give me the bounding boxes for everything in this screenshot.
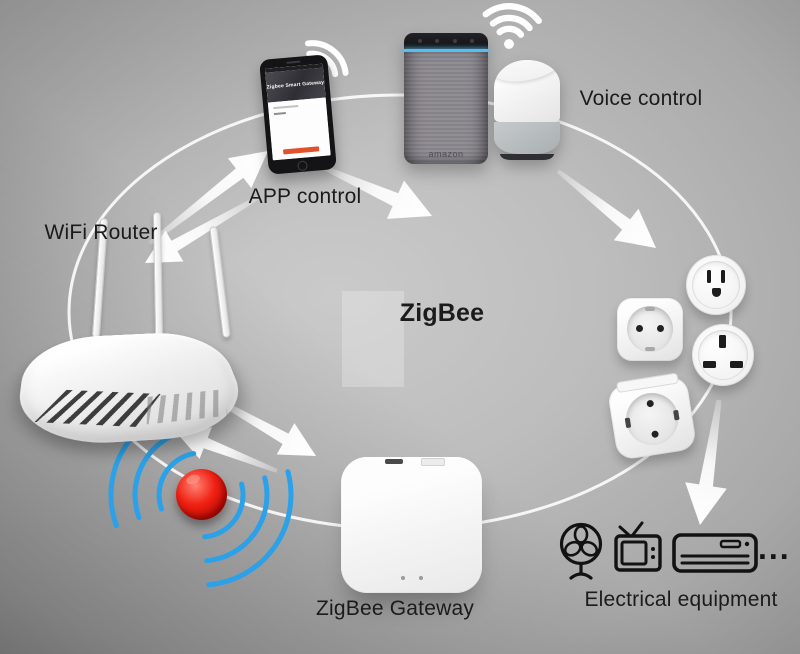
gateway-led <box>401 576 405 580</box>
plug-slot <box>719 335 726 348</box>
phone-app-textline <box>274 112 286 116</box>
voice-control-label: Voice control <box>579 87 703 110</box>
phone-app-title: Zigbee Smart Gateway <box>266 79 325 91</box>
phone-speaker <box>286 60 301 64</box>
wireless-sensor <box>176 469 227 520</box>
flow-arrow <box>207 393 316 456</box>
fan-icon <box>559 522 603 580</box>
plug-ground-hole <box>711 288 721 297</box>
flow-arrow <box>148 151 268 245</box>
plug-slot <box>707 270 711 283</box>
echo-fabric-body: amazon <box>404 52 488 164</box>
plug-slot <box>703 361 716 368</box>
plug-pinhole <box>636 325 643 332</box>
phone-app-body <box>267 97 331 161</box>
router-body <box>13 330 258 449</box>
tv-icon <box>614 521 662 572</box>
smart-plug-us <box>686 255 746 315</box>
google-home-rim <box>499 154 555 160</box>
plug-recess <box>627 306 673 352</box>
wifi-router-label: WiFi Router <box>44 221 158 244</box>
gateway-usb-port <box>385 459 403 464</box>
phone-screen: Zigbee Smart Gateway <box>264 63 331 161</box>
plug-clip <box>624 417 632 429</box>
gateway-button <box>421 458 445 466</box>
plug-pinhole <box>650 430 659 439</box>
plug-clip <box>673 409 680 421</box>
echo-brand-text: amazon <box>428 149 464 159</box>
wifi-signal-icon <box>482 3 542 49</box>
flow-arrow <box>319 164 432 219</box>
zigbee-gateway <box>341 457 482 593</box>
plug-slot <box>730 361 743 368</box>
plug-slot <box>721 270 725 283</box>
wifi-router <box>13 210 258 482</box>
echo-top-cap <box>404 33 488 49</box>
more-devices-icon: ... <box>758 530 791 566</box>
sensor-wave-arcs <box>108 403 294 588</box>
plug-face <box>692 261 740 309</box>
flow-arrow <box>685 399 727 525</box>
amazon-echo: amazon <box>404 33 488 164</box>
phone-app-textline <box>273 104 298 110</box>
router-vents <box>34 389 161 427</box>
google-home <box>494 60 560 160</box>
plug-recess <box>622 389 682 449</box>
smart-plug-eu-side <box>606 372 698 461</box>
flow-arrows <box>145 151 727 525</box>
google-home-top <box>494 60 560 122</box>
plug-pinhole <box>657 325 664 332</box>
echo-light-ring <box>404 49 488 52</box>
flow-arrow <box>145 195 260 263</box>
router-antenna <box>209 225 231 339</box>
flow-arrow <box>175 427 278 473</box>
smartphone: Zigbee Smart Gateway <box>259 54 337 175</box>
phone-home-button <box>297 159 308 171</box>
zigbee-logo-watermark <box>342 291 404 387</box>
smart-plug-uk <box>692 324 754 386</box>
air-conditioner-icon <box>672 533 758 573</box>
plug-pinhole <box>645 399 654 408</box>
app-control-label: APP control <box>248 185 362 208</box>
plug-clip <box>645 347 655 351</box>
flow-arrow <box>556 169 656 248</box>
gateway-led <box>419 576 423 580</box>
phone-app-button <box>283 146 320 155</box>
smart-plug-eu <box>617 298 683 361</box>
zigbee-gateway-label: ZigBee Gateway <box>315 597 475 620</box>
electrical-equipment-label: Electrical equipment <box>584 588 778 611</box>
google-home-base <box>494 122 560 154</box>
plug-clip <box>645 307 655 311</box>
zigbee-label: ZigBee <box>399 299 485 327</box>
electrical-equipment-icons <box>559 521 758 580</box>
